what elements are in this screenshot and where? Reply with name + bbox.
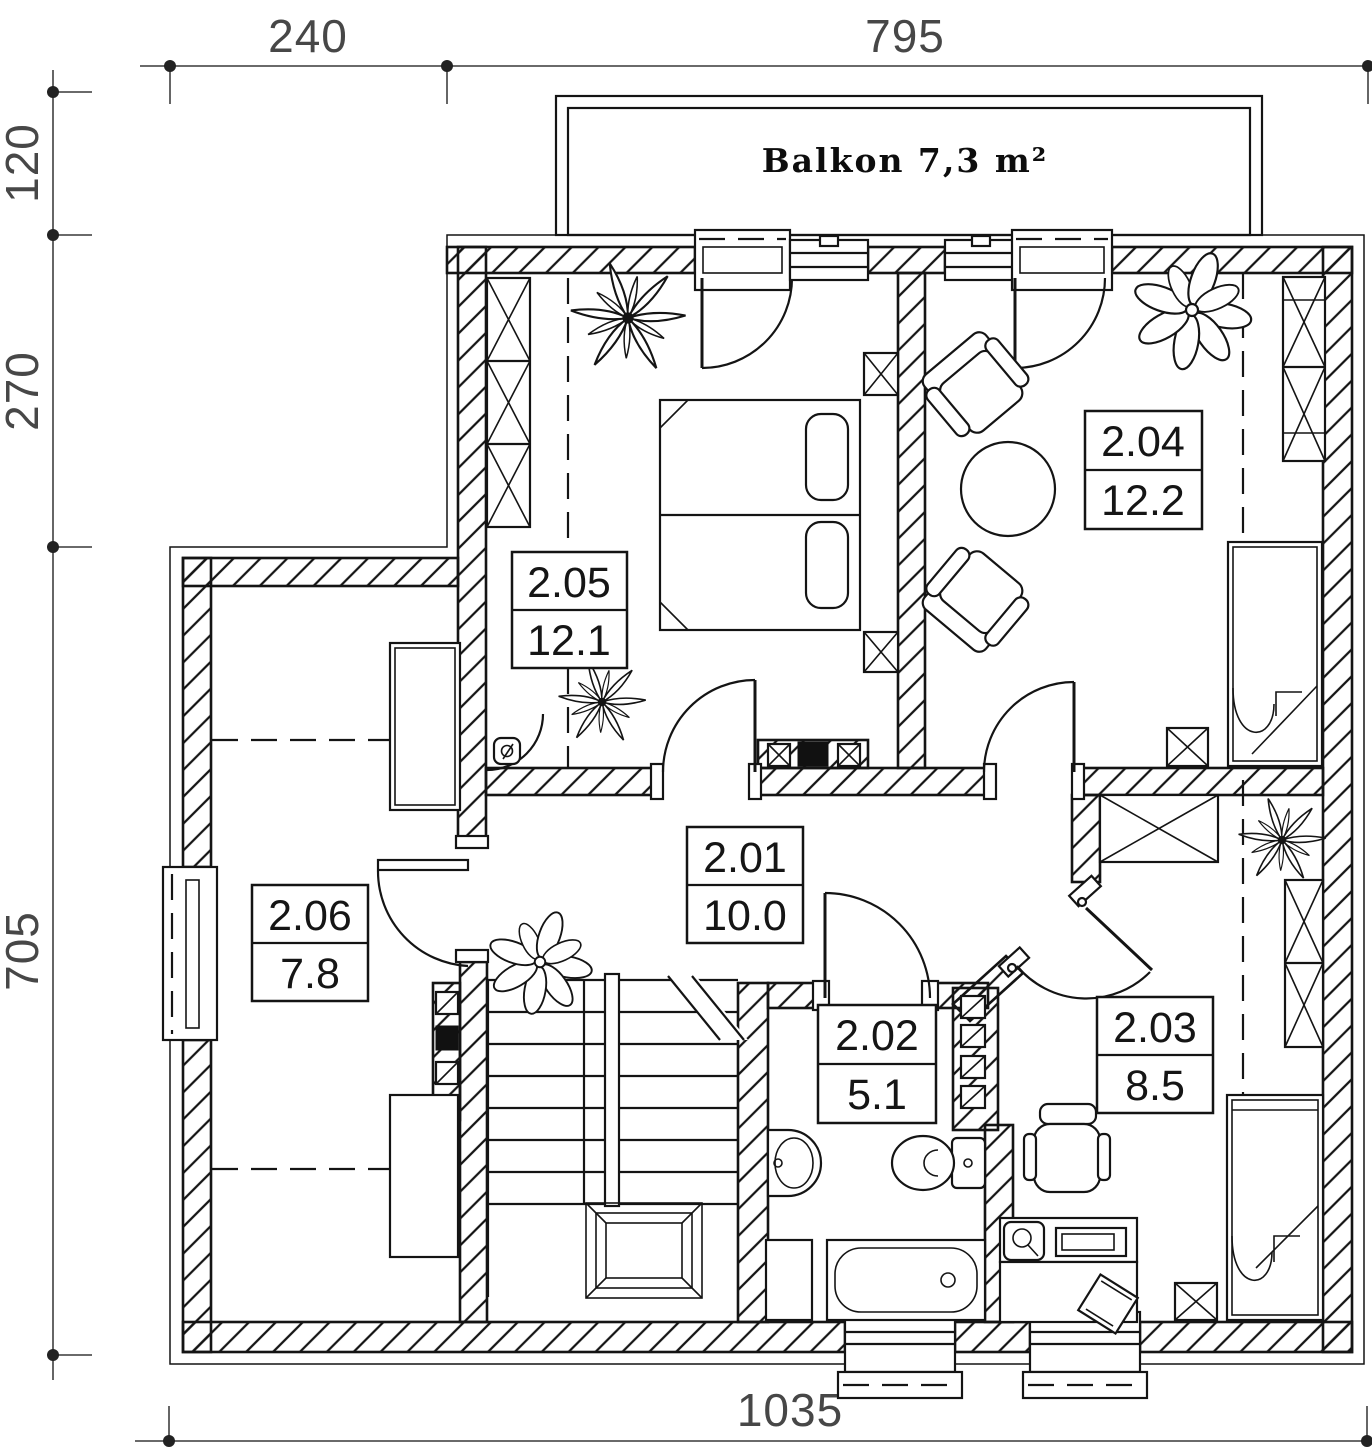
- door-2-06: [376, 834, 490, 968]
- room-label-2-01: 2.01 10.0: [685, 825, 805, 945]
- wardrobe: [485, 276, 532, 529]
- staircase: [486, 972, 748, 1299]
- wardrobe: [1281, 275, 1327, 463]
- waste-bin: [1076, 1273, 1140, 1335]
- desk: [388, 1093, 460, 1259]
- door-2-05: [649, 678, 763, 801]
- room-number: 2.03: [1113, 1004, 1197, 1052]
- desk: [998, 1216, 1140, 1335]
- office-chair: [1022, 1102, 1112, 1194]
- window-2-04-top: [943, 234, 1019, 282]
- room-label-2-03: 2.03 8.5: [1095, 995, 1215, 1115]
- stair-shaft-frame: [585, 1202, 703, 1299]
- bathtub: [825, 1238, 987, 1322]
- room-label-2-02: 2.02 5.1: [816, 1003, 938, 1125]
- toilet: [890, 1134, 987, 1192]
- room-label-2-06: 2.06 7.8: [250, 883, 370, 1003]
- dimension-top: 240 795: [140, 10, 1372, 104]
- dim-240: 240: [268, 10, 348, 62]
- balcony-door-2-05: [693, 228, 794, 370]
- monitor: [1054, 1226, 1128, 1258]
- armchair: [921, 331, 1030, 438]
- room-area: 12.2: [1101, 477, 1185, 525]
- balcony-door-2-04: [1010, 228, 1114, 370]
- bed: [1225, 1093, 1325, 1322]
- bath-shelf: [764, 1238, 814, 1322]
- room-area: 12.1: [527, 617, 611, 665]
- door-2-03: [997, 874, 1154, 1000]
- plant-icon: [558, 659, 645, 742]
- dimension-bottom: 1035: [135, 1384, 1372, 1447]
- plant-icon: [570, 262, 685, 371]
- room-2-03-furniture: [998, 793, 1326, 1335]
- room-area: 5.1: [847, 1071, 907, 1119]
- bed: [1226, 540, 1324, 768]
- door-2-02: [811, 891, 940, 1012]
- double-bed: [658, 398, 862, 632]
- plant-icon: [1238, 797, 1325, 880]
- round-table: [959, 440, 1057, 538]
- balcony: Balkon 7,3 m²: [554, 94, 1264, 237]
- nightstand: [862, 630, 900, 674]
- exterior-walls: [181, 245, 1354, 1354]
- room-number: 2.06: [268, 892, 352, 940]
- armchair: [921, 546, 1030, 653]
- room-label-2-04: 2.04 12.2: [1083, 409, 1204, 531]
- window-2-03-bottom: [1021, 1310, 1149, 1400]
- room-label-2-05: 2.05 12.1: [510, 550, 629, 670]
- room-2-04-furniture: [921, 250, 1327, 768]
- desk-lamp: [1002, 1220, 1046, 1262]
- bathroom-fixtures: [764, 1128, 987, 1322]
- sink: [766, 1128, 823, 1198]
- bed: [388, 641, 462, 812]
- door-2-04: [982, 680, 1086, 801]
- building-outline: [169, 234, 1365, 1365]
- room-number: 2.04: [1101, 418, 1185, 466]
- room-2-05-furniture: [485, 262, 900, 766]
- dimension-left: 120 270 705: [0, 70, 92, 1380]
- room-number: 2.02: [835, 1012, 919, 1060]
- dim-270: 270: [0, 351, 48, 431]
- wardrobe: [1098, 793, 1220, 864]
- wardrobe: [1283, 878, 1325, 1049]
- plant-icon: [487, 909, 593, 1015]
- room-area: 8.5: [1125, 1062, 1185, 1110]
- corner-sink: [492, 736, 522, 766]
- room-2-06-furniture: [388, 641, 462, 1259]
- room-area: 10.0: [703, 892, 787, 940]
- nightstand: [1165, 726, 1210, 768]
- room-number: 2.01: [703, 834, 787, 882]
- door-storage-arc: [486, 713, 545, 772]
- window-2-06-left: [161, 865, 219, 1042]
- shaft-inserts: [434, 741, 987, 1110]
- window-2-05-top: [788, 234, 870, 282]
- stair-handrail: [603, 972, 621, 1208]
- balcony-label: Balkon 7,3 m²: [762, 141, 1048, 180]
- nightstand: [862, 351, 900, 397]
- dim-1035: 1035: [737, 1384, 843, 1436]
- window-bath-bottom: [836, 1310, 964, 1400]
- dim-705: 705: [0, 911, 48, 991]
- dim-795: 795: [865, 10, 945, 62]
- room-area: 7.8: [280, 950, 340, 998]
- dim-120: 120: [0, 123, 48, 203]
- nightstand: [1173, 1281, 1219, 1322]
- room-number: 2.05: [527, 559, 611, 607]
